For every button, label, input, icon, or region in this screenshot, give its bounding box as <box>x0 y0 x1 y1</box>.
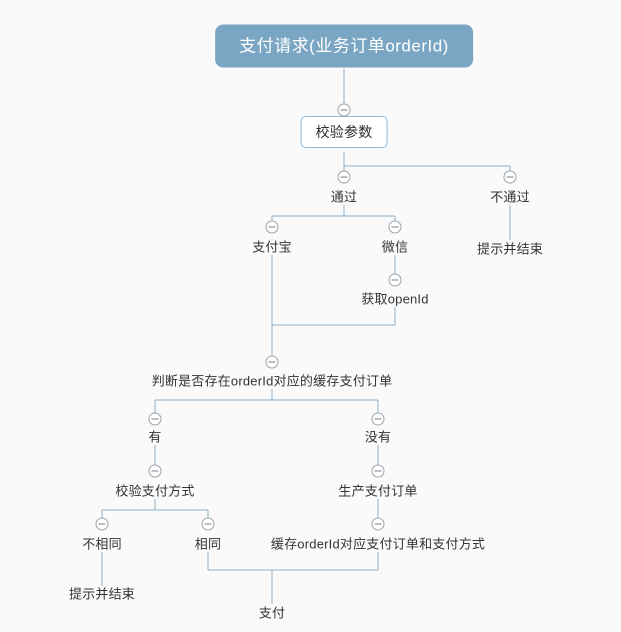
node-verify-payment-method[interactable]: 校验支付方式 <box>115 483 195 499</box>
toggle-not-same-collapse-minus-icon[interactable] <box>95 517 109 531</box>
toggle-wechat-collapse-minus-icon[interactable] <box>388 220 402 234</box>
node-cache-order-and-method[interactable]: 缓存orderId对应支付订单和支付方式 <box>270 536 486 552</box>
node-validate-params[interactable]: 校验参数 <box>300 116 388 148</box>
node-pass[interactable]: 通过 <box>330 189 358 205</box>
node-payment-request[interactable]: 支付请求(业务订单orderId) <box>215 24 473 68</box>
node-check-cached-order[interactable]: 判断是否存在orderId对应的缓存支付订单 <box>151 373 393 389</box>
toggle-verify-pay-method-collapse-minus-icon[interactable] <box>148 464 162 478</box>
toggle-has-cache-collapse-minus-icon[interactable] <box>148 412 162 426</box>
node-no-cache[interactable]: 没有 <box>364 429 392 445</box>
node-pay[interactable]: 支付 <box>258 605 286 621</box>
toggle-same-collapse-minus-icon[interactable] <box>201 517 215 531</box>
node-fail-prompt-end[interactable]: 提示并结束 <box>476 241 544 257</box>
toggle-pass-collapse-minus-icon[interactable] <box>337 170 351 184</box>
node-get-openid[interactable]: 获取openId <box>361 291 429 307</box>
toggle-validate-params-collapse-minus-icon[interactable] <box>337 103 351 117</box>
toggle-create-order-collapse-minus-icon[interactable] <box>371 464 385 478</box>
node-alipay[interactable]: 支付宝 <box>252 239 292 255</box>
node-fail[interactable]: 不通过 <box>490 189 530 205</box>
toggle-fail-collapse-minus-icon[interactable] <box>503 170 517 184</box>
node-has-cache[interactable]: 有 <box>148 429 162 445</box>
node-create-payment-order[interactable]: 生产支付订单 <box>338 483 418 499</box>
toggle-check-cache-collapse-minus-icon[interactable] <box>265 355 279 369</box>
node-not-same-prompt-end[interactable]: 提示并结束 <box>68 586 136 602</box>
node-wechat[interactable]: 微信 <box>381 239 409 255</box>
toggle-no-cache-collapse-minus-icon[interactable] <box>371 412 385 426</box>
toggle-get-openid-collapse-minus-icon[interactable] <box>388 273 402 287</box>
node-same[interactable]: 相同 <box>194 536 222 552</box>
node-not-same[interactable]: 不相同 <box>82 536 122 552</box>
toggle-alipay-collapse-minus-icon[interactable] <box>265 220 279 234</box>
toggle-cache-order-collapse-minus-icon[interactable] <box>371 517 385 531</box>
